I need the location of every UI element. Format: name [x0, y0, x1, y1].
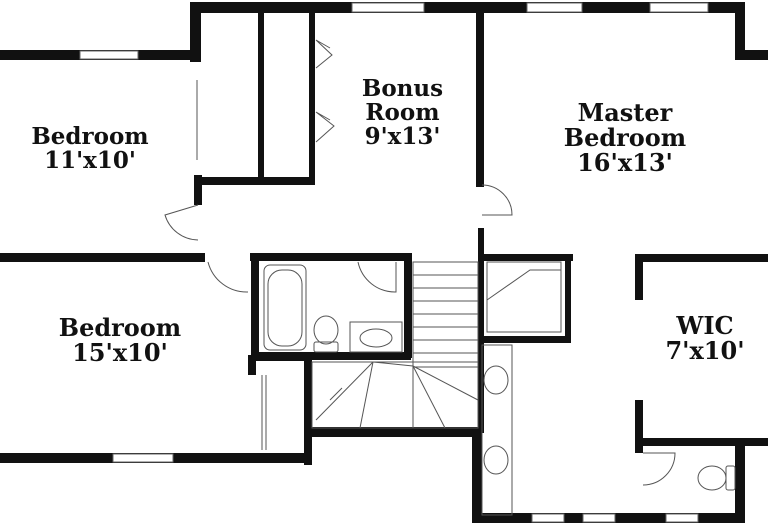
window-bonus	[351, 2, 425, 13]
wall-wic-left-lower	[635, 400, 643, 445]
room-size-bedroom-a: 11'x10'	[44, 147, 136, 175]
bathtub	[263, 264, 307, 351]
label-bonus-room: Bonus Room 9'x13'	[330, 75, 475, 151]
wall-closet-b-right	[304, 355, 312, 465]
toilet-master	[697, 465, 727, 491]
window-bath-1	[531, 513, 565, 523]
door-bedroom-b	[207, 261, 249, 293]
wall-bonus-master	[476, 12, 484, 187]
wall-closet-b-top	[248, 355, 308, 361]
wall-top-right-end	[735, 50, 768, 60]
room-name-master-line2: Bedroom	[563, 123, 687, 153]
wall-bath-left	[251, 253, 259, 353]
windows	[79, 2, 709, 523]
label-master-bedroom: Master Bedroom 16'x13'	[540, 100, 710, 176]
room-name-bonus-line1: Bonus	[361, 75, 444, 102]
wall-closet-bottom	[200, 177, 314, 185]
wall-hall-bottom	[250, 253, 410, 261]
room-size-wic: 7'x10'	[665, 336, 745, 366]
sink-master-1	[483, 365, 509, 395]
label-bedroom-a: Bedroom 11'x10'	[15, 123, 165, 175]
room-name-master-line1: Master	[577, 98, 673, 127]
door-bath	[357, 261, 397, 293]
wall-vertical-left-top	[190, 2, 201, 62]
wall-closet-right	[309, 12, 315, 185]
toilet-bath	[313, 315, 339, 345]
doors	[164, 39, 676, 486]
wall-shower-bottom	[478, 336, 568, 343]
wall-bedroom-a-right	[194, 175, 202, 205]
vanity-bath	[349, 321, 403, 353]
wall-stair-right	[478, 228, 484, 433]
room-name-bedroom-b: Bedroom	[58, 313, 182, 342]
door-bedroom-a	[164, 204, 199, 241]
wall-top-main	[190, 2, 745, 13]
window-master-2	[649, 2, 709, 13]
door-closet-bifold-2	[315, 111, 335, 143]
room-name-bedroom-a: Bedroom	[31, 123, 149, 150]
wall-shower-right	[565, 254, 571, 343]
room-name-bonus-line2: Room	[365, 99, 440, 127]
room-size-bedroom-b: 15'x10'	[72, 338, 168, 368]
room-size-bonus: 9'x13'	[364, 123, 441, 151]
wall-wic-top	[635, 254, 768, 262]
wall-bottom-bath-left	[472, 430, 482, 523]
window-bedroom-a	[79, 50, 139, 60]
vanity-master	[481, 344, 513, 516]
wall-wic-bottom	[635, 438, 768, 446]
room-size-master: 16'x13'	[577, 148, 673, 178]
window-bath-3	[665, 513, 699, 523]
wall-shower-top	[478, 254, 573, 261]
door-wc	[642, 452, 676, 486]
sink-master-2	[483, 445, 509, 475]
label-bedroom-b: Bedroom 15'x10'	[40, 313, 200, 368]
window-bath-2	[582, 513, 616, 523]
wall-bath-bottom	[251, 352, 411, 360]
wall-wic-left	[635, 254, 643, 300]
shower-master	[486, 261, 562, 333]
window-master-1	[526, 2, 583, 13]
window-bedroom-b	[112, 453, 174, 463]
door-master	[481, 184, 513, 216]
wall-top-right-corner	[735, 2, 745, 60]
wall-bedroom-divider	[0, 253, 205, 262]
wall-stair-bottom	[308, 427, 478, 437]
wall-bath-right	[404, 253, 412, 358]
room-name-wic: WIC	[676, 311, 734, 340]
wall-closet-divider	[258, 12, 264, 182]
wall-bedroom-b-right	[248, 355, 256, 375]
wall-bottom-right	[735, 445, 745, 523]
door-closet-bifold-1	[315, 39, 333, 69]
wall-toilet-left	[635, 438, 643, 453]
label-wic: WIC 7'x10'	[655, 311, 755, 366]
stair-winder	[311, 361, 479, 429]
stairs	[311, 261, 479, 429]
fixtures	[263, 261, 736, 516]
